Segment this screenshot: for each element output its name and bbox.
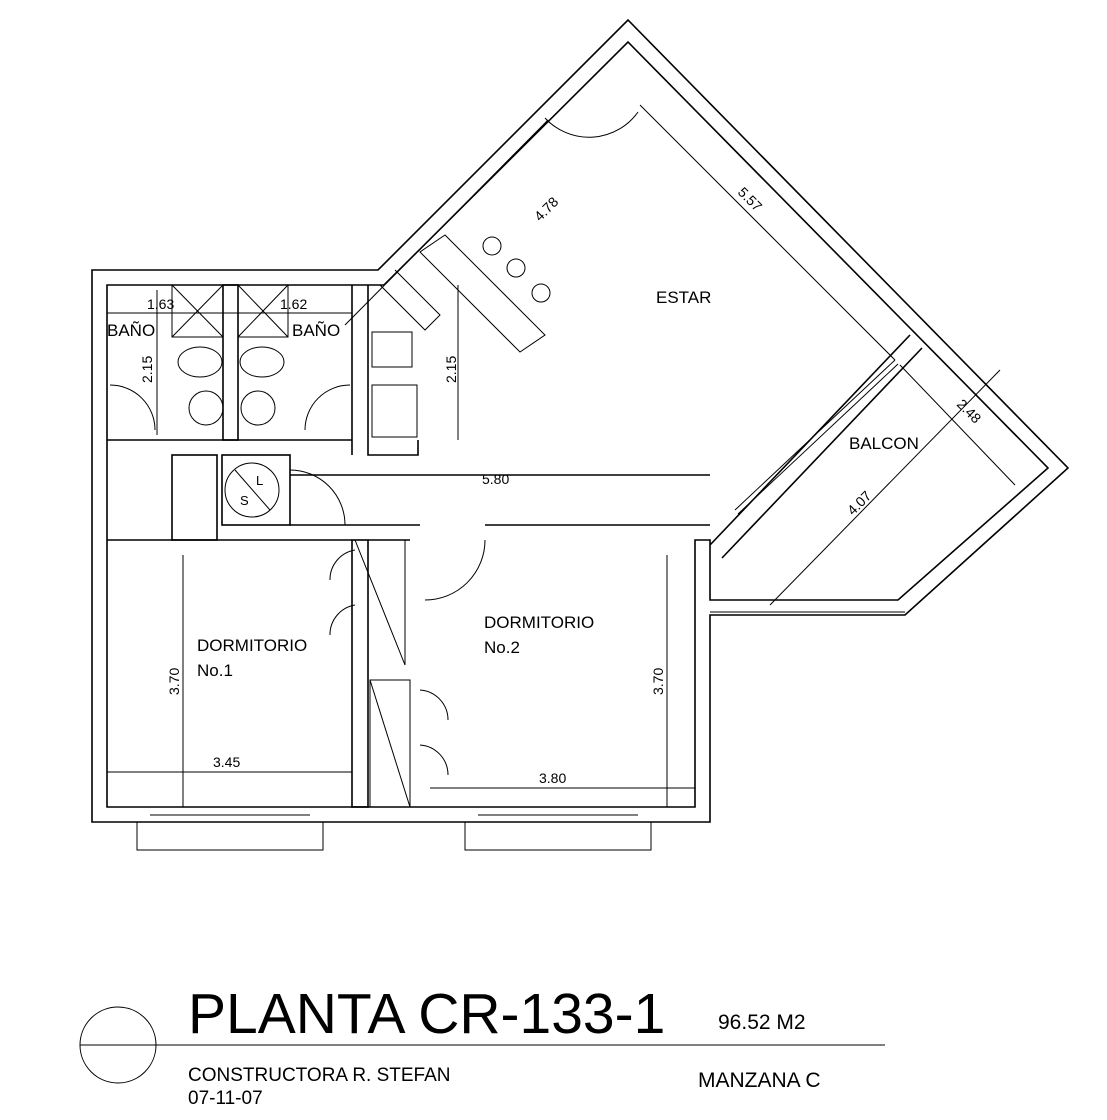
plan-title: PLANTA CR-133-1 xyxy=(188,982,665,1046)
laundry-label-s: S xyxy=(240,493,249,508)
laundry-label-l: L xyxy=(256,473,263,488)
dim-balcon-length: 4.07 xyxy=(844,487,875,518)
windows xyxy=(136,611,905,851)
room-label-dormitorio-2-number: No.2 xyxy=(484,638,520,657)
dim-bano-depth: 2.15 xyxy=(139,356,155,383)
dim-bano1-width: 1.63 xyxy=(147,296,174,312)
plan-area: 96.52 M2 xyxy=(718,1011,806,1034)
room-label-estar: ESTAR xyxy=(656,288,711,307)
title-block: PLANTA CR-133-1 96.52 M2 CONSTRUCTORA R.… xyxy=(79,982,885,1109)
dim-kitchen-depth: 2.15 xyxy=(443,356,459,383)
dim-balcon-width: 2.48 xyxy=(954,396,985,427)
room-label-dormitorio-1-number: No.1 xyxy=(197,661,233,680)
balcony-sliding-door xyxy=(709,334,923,559)
builder-name: CONSTRUCTORA R. STEFAN xyxy=(188,1065,451,1086)
service-area xyxy=(171,454,710,601)
room-label-balcon: BALCON xyxy=(849,434,919,453)
bedroom-walls xyxy=(107,539,449,808)
room-label-bano-2: BAÑO xyxy=(292,321,340,340)
dim-bano2-width: 1.62 xyxy=(280,296,307,312)
dim-dorm2-width: 3.80 xyxy=(539,770,566,786)
room-label-bano-1: BAÑO xyxy=(107,321,155,340)
dim-dorm2-depth: 3.70 xyxy=(650,668,666,695)
dim-dorm1-width: 3.45 xyxy=(213,754,240,770)
dim-estar-width: 4.78 xyxy=(531,193,562,224)
dim-dorm1-depth: 3.70 xyxy=(166,668,182,695)
room-label-dormitorio-1: DORMITORIO xyxy=(197,636,307,655)
kitchen-counter xyxy=(367,234,551,456)
dim-corridor-length: 5.80 xyxy=(482,471,509,487)
dimension-lines xyxy=(107,104,1016,807)
entry-door xyxy=(544,111,639,138)
block-name: MANZANA C xyxy=(698,1069,821,1092)
dim-estar-length: 5.57 xyxy=(735,184,766,215)
plan-date: 07-11-07 xyxy=(188,1088,263,1109)
room-label-dormitorio-2: DORMITORIO xyxy=(484,613,594,632)
